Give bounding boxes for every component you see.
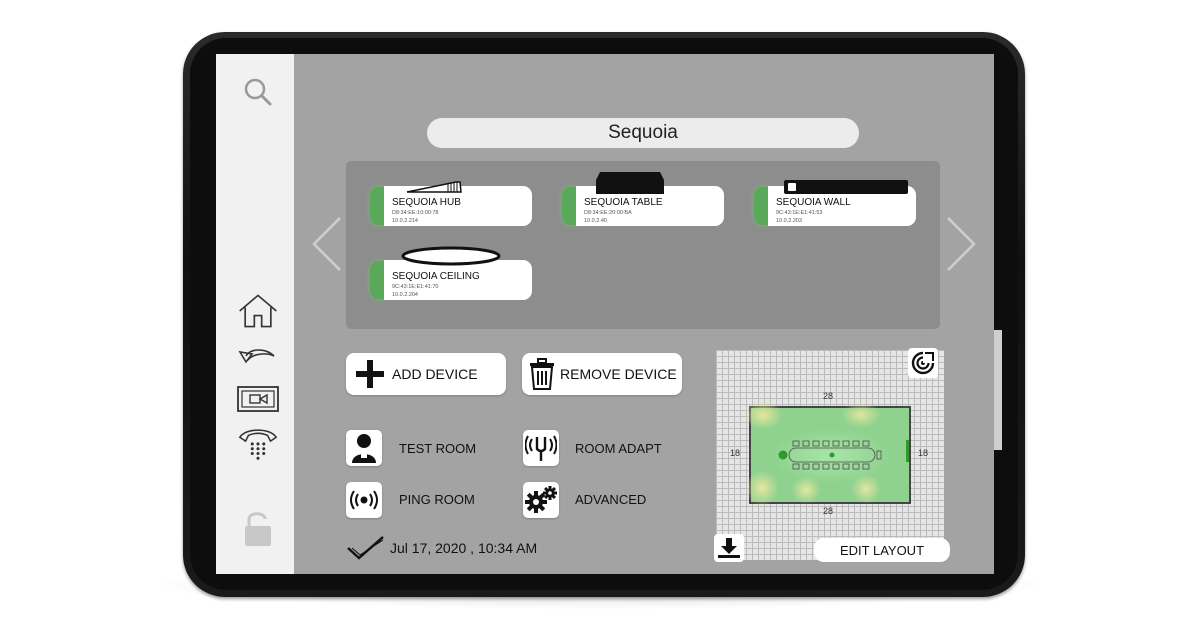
- remove-device-label: REMOVE DEVICE: [560, 366, 677, 382]
- trash-icon: [530, 358, 554, 390]
- next-arrow-icon[interactable]: [944, 214, 980, 274]
- device-card-ceiling[interactable]: SEQUOIA CEILING 9C:43:1E:E1:41:70 10.0.2…: [370, 246, 532, 300]
- app-screen: Sequoia SEQUOIA HUB D8:34:EE:10:00:78 10…: [216, 54, 994, 574]
- add-device-label: ADD DEVICE: [392, 366, 478, 382]
- advanced-label[interactable]: ADVANCED: [575, 492, 647, 507]
- download-icon[interactable]: [714, 534, 744, 562]
- device-mac: 9C:43:1E:E1:41:53: [776, 210, 823, 216]
- technician-icon: [352, 434, 376, 463]
- phone-icon[interactable]: [236, 424, 280, 462]
- gears-icon: [525, 486, 557, 513]
- device-card-wall[interactable]: SEQUOIA WALL 9C:43:1E:E1:41:53 10.0.2.20…: [754, 180, 916, 226]
- device-name: SEQUOIA TABLE: [584, 197, 663, 208]
- unlock-icon[interactable]: [236, 508, 280, 548]
- sidebar: [216, 54, 294, 574]
- status-indicator: [562, 187, 580, 225]
- room-depth-left: 18: [730, 448, 741, 458]
- test-room-label[interactable]: TEST ROOM: [399, 441, 477, 456]
- device-ip: 10.0.2.204: [392, 292, 418, 298]
- device-card-hub[interactable]: SEQUOIA HUB D8:34:EE:10:00:78 10.0.2.214: [370, 181, 532, 226]
- edit-layout-label: EDIT LAYOUT: [839, 542, 925, 558]
- room-depth-right: 18: [918, 448, 929, 458]
- sensor-target-icon[interactable]: [908, 348, 938, 378]
- room-adapt-label[interactable]: ROOM ADAPT: [575, 441, 662, 456]
- room-floorplan: [743, 400, 911, 506]
- room-layout-view[interactable]: 28 28 18 18: [716, 350, 944, 560]
- device-mac: D8:34:EE:10:00:78: [392, 210, 439, 216]
- device-name: SEQUOIA WALL: [776, 197, 851, 208]
- hub-device-icon: [406, 181, 462, 193]
- ping-icon: [350, 490, 378, 510]
- room-title: Sequoia: [608, 122, 678, 143]
- device-mac: 9C:43:1E:E1:41:70: [392, 284, 439, 290]
- ceiling-device-icon: [401, 246, 501, 266]
- ping-room-label[interactable]: PING ROOM: [399, 492, 475, 507]
- remove-device-button[interactable]: REMOVE DEVICE: [522, 353, 682, 395]
- status-indicator: [370, 261, 388, 299]
- checkmark-icon: [347, 536, 384, 560]
- status-timestamp: Jul 17, 2020 , 10:34 AM: [390, 540, 538, 556]
- room-adapt-button[interactable]: [523, 430, 559, 466]
- prev-arrow-icon[interactable]: [308, 214, 344, 274]
- test-room-button[interactable]: [346, 430, 382, 466]
- table-device-icon: [596, 172, 664, 194]
- device-name: SEQUOIA HUB: [392, 197, 461, 208]
- status-indicator: [370, 187, 388, 225]
- plus-icon: [356, 360, 384, 388]
- table-layout-icon: [778, 440, 882, 470]
- device-name: SEQUOIA CEILING: [392, 271, 480, 282]
- add-device-button[interactable]: ADD DEVICE: [346, 353, 506, 395]
- antenna-icon: [525, 435, 557, 461]
- device-ip: 10.0.2.203: [776, 218, 802, 224]
- device-mac: D8:34:EE:20:00:BA: [584, 210, 632, 216]
- device-ip: 10.0.2.40: [584, 218, 607, 224]
- edit-layout-button[interactable]: EDIT LAYOUT: [814, 538, 950, 562]
- room-width-bottom: 28: [823, 506, 834, 516]
- device-ip: 10.0.2.214: [392, 218, 418, 224]
- status-indicator: [754, 187, 772, 225]
- ping-room-button[interactable]: [346, 482, 382, 518]
- room-width-top: 28: [823, 391, 834, 401]
- device-card-table[interactable]: SEQUOIA TABLE D8:34:EE:20:00:BA 10.0.2.4…: [562, 172, 724, 226]
- last-test-status: Jul 17, 2020 , 10:34 AM: [346, 536, 537, 560]
- home-icon[interactable]: [236, 290, 280, 332]
- room-title-bar[interactable]: Sequoia: [427, 118, 859, 148]
- search-icon[interactable]: [236, 74, 280, 110]
- stand-edge: [994, 330, 1002, 450]
- advanced-button[interactable]: [523, 482, 559, 518]
- video-call-icon[interactable]: [236, 384, 280, 414]
- wall-device-icon: [784, 180, 908, 194]
- wall-device-marker: [906, 440, 909, 462]
- undo-icon[interactable]: [236, 342, 280, 370]
